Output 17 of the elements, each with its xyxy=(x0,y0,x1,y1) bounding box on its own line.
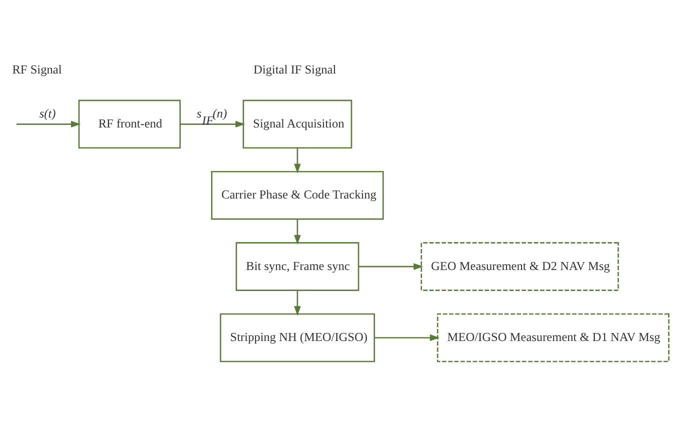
node-box: Bit sync, Frame sync xyxy=(236,242,360,290)
node-box: MEO/IGSO Measurement & D1 NAV Msg xyxy=(436,312,670,362)
node-box: Carrier Phase & Code Tracking xyxy=(211,170,384,220)
arrow xyxy=(374,334,440,341)
arrow xyxy=(180,120,246,128)
arrow xyxy=(16,120,81,128)
node-box: GEO Measurement & D2 NAV Msg xyxy=(420,242,619,290)
arrow xyxy=(358,262,424,270)
node-box: RF front-end xyxy=(78,99,181,148)
node-box: Stripping NH (MEO/IGSO) xyxy=(220,312,375,362)
label: RF Signal xyxy=(12,62,62,76)
label: Digital IF Signal xyxy=(253,62,336,76)
arrow xyxy=(294,218,301,244)
arrow xyxy=(294,290,301,316)
arrow xyxy=(294,148,301,173)
node-box: Signal Acquisition xyxy=(242,99,352,148)
edge-label: s(t) xyxy=(39,106,56,120)
